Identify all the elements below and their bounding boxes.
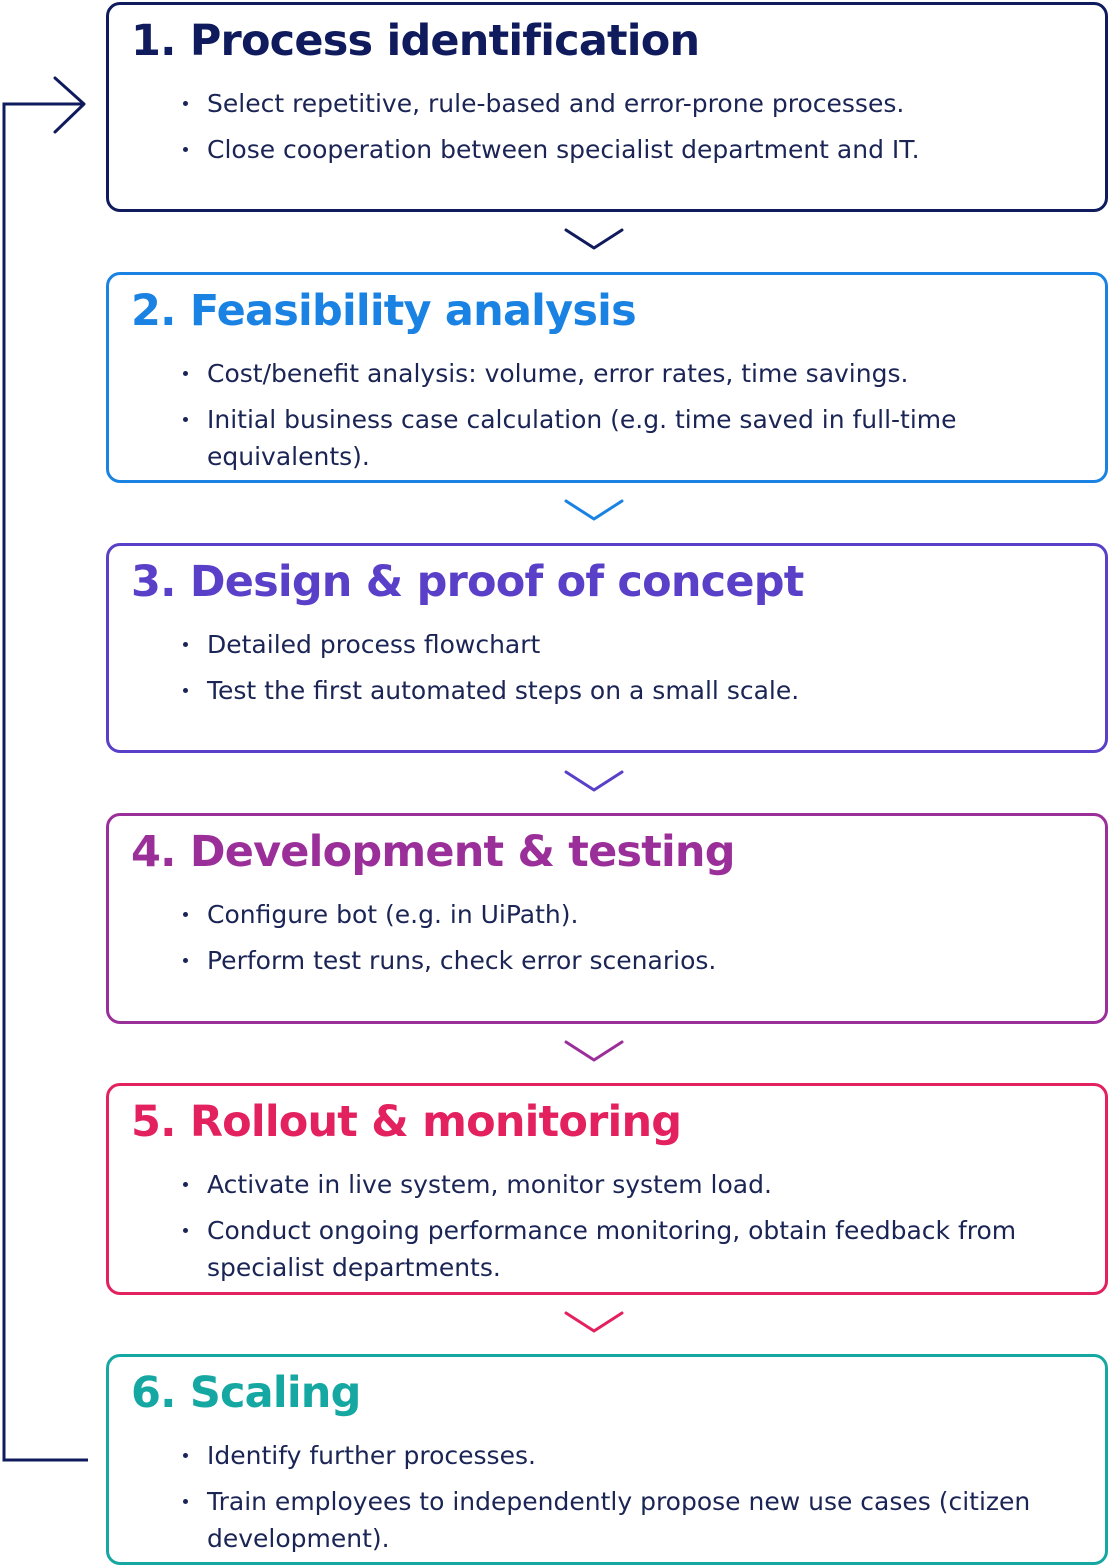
- step-bullet-list: Identify further processes. Train employ…: [181, 1437, 1041, 1566]
- step-title: 6. Scaling: [131, 1368, 361, 1418]
- step-bullet-list: Select repetitive, rule-based and error-…: [181, 85, 1041, 177]
- bullet-item: Close cooperation between specialist dep…: [181, 131, 1041, 168]
- bullet-item: Perform test runs, check error scenarios…: [181, 942, 1041, 979]
- step-bullet-list: Configure bot (e.g. in UiPath). Perform …: [181, 896, 1041, 988]
- bullet-item: Cost/benefit analysis: volume, error rat…: [181, 355, 1041, 392]
- bullet-item: Select repetitive, rule-based and error-…: [181, 85, 1041, 122]
- step-card-process-identification: 1. Process identification Select repetit…: [106, 2, 1108, 212]
- chevron-down-icon: [564, 1311, 624, 1333]
- bullet-item: Train employees to independently propose…: [181, 1483, 1041, 1557]
- step-card-design-proof-of-concept: 3. Design & proof of concept Detailed pr…: [106, 543, 1108, 753]
- chevron-down-icon: [564, 1040, 624, 1062]
- step-card-rollout-monitoring: 5. Rollout & monitoring Activate in live…: [106, 1083, 1108, 1295]
- bullet-item: Identify further processes.: [181, 1437, 1041, 1474]
- feedback-loop-line: [2, 102, 88, 1462]
- step-title: 4. Development & testing: [131, 827, 736, 877]
- step-bullet-list: Detailed process flowchart Test the firs…: [181, 626, 1041, 718]
- bullet-item: Activate in live system, monitor system …: [181, 1166, 1041, 1203]
- step-title: 5. Rollout & monitoring: [131, 1097, 682, 1147]
- feedback-loop-arrowhead: [53, 76, 86, 134]
- bullet-item: Conduct ongoing performance monitoring, …: [181, 1212, 1041, 1286]
- chevron-down-icon: [564, 228, 624, 250]
- step-bullet-list: Cost/benefit analysis: volume, error rat…: [181, 355, 1041, 484]
- bullet-item: Initial business case calculation (e.g. …: [181, 401, 1041, 475]
- step-card-feasibility-analysis: 2. Feasibility analysis Cost/benefit ana…: [106, 272, 1108, 483]
- step-title: 2. Feasibility analysis: [131, 286, 637, 336]
- step-title: 1. Process identification: [131, 16, 700, 66]
- bullet-item: Test the first automated steps on a smal…: [181, 672, 1041, 709]
- step-card-development-testing: 4. Development & testing Configure bot (…: [106, 813, 1108, 1024]
- chevron-down-icon: [564, 499, 624, 521]
- step-card-scaling: 6. Scaling Identify further processes. T…: [106, 1354, 1108, 1565]
- chevron-down-icon: [564, 770, 624, 792]
- bullet-item: Configure bot (e.g. in UiPath).: [181, 896, 1041, 933]
- step-bullet-list: Activate in live system, monitor system …: [181, 1166, 1041, 1295]
- step-title: 3. Design & proof of concept: [131, 557, 804, 607]
- bullet-item: Detailed process flowchart: [181, 626, 1041, 663]
